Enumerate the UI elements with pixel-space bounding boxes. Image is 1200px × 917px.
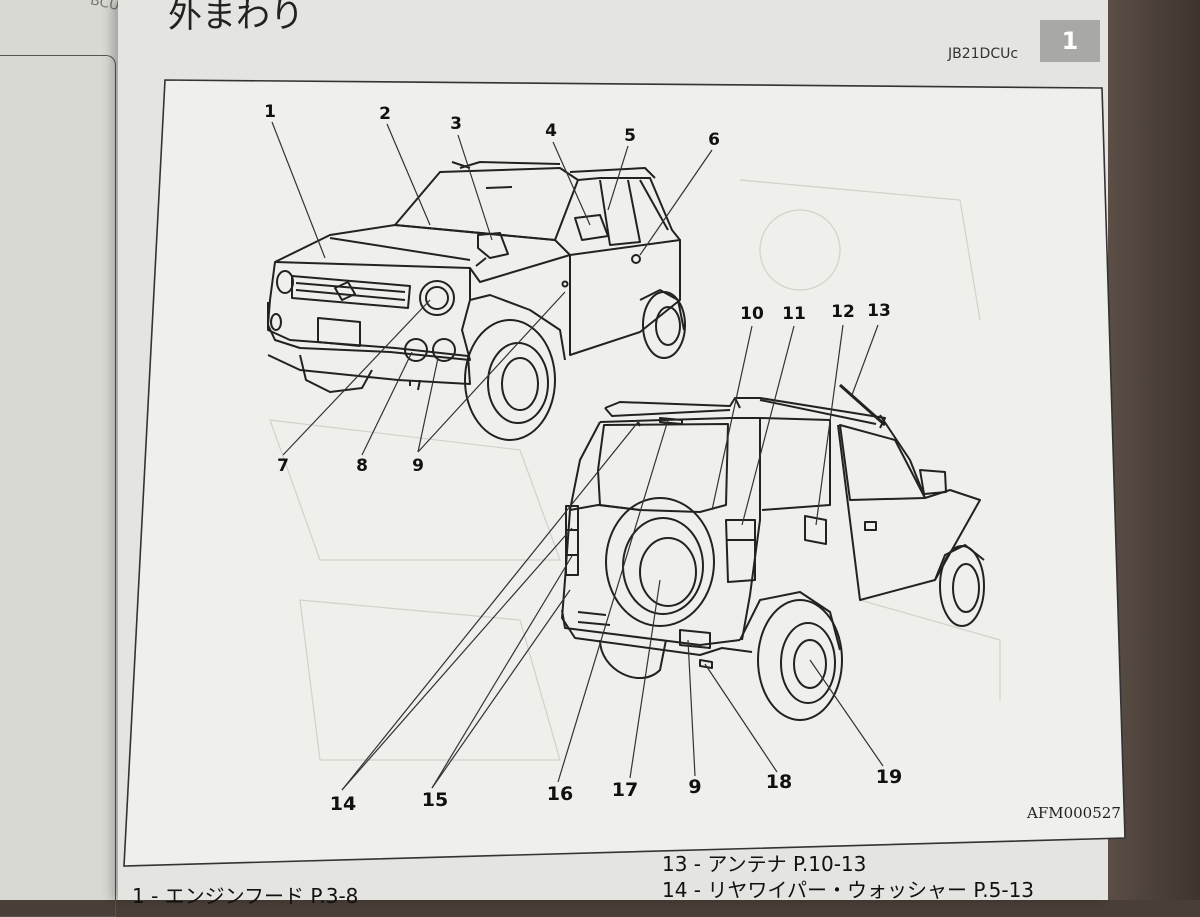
callout-number: 1 xyxy=(264,102,276,122)
callout-number: 15 xyxy=(421,789,449,811)
section-title: 外まわり xyxy=(168,0,304,36)
callout-number: 5 xyxy=(624,126,636,146)
figure-border xyxy=(123,79,1126,867)
callout-number: 16 xyxy=(546,783,574,805)
callout-number: 11 xyxy=(782,304,806,324)
table-surface xyxy=(1108,0,1200,900)
rear-vehicle-drawing xyxy=(561,383,985,721)
callout-number: 6 xyxy=(708,130,720,150)
model-code: JB21DCUc xyxy=(948,46,1019,62)
callout-number: 12 xyxy=(831,302,855,322)
caption-item-13: 13 - アンテナ P.10-13 xyxy=(662,852,867,876)
chapter-tab: 1 xyxy=(1040,20,1100,62)
callout-leader-lines xyxy=(271,121,884,791)
callout-number: 8 xyxy=(356,456,368,476)
callout-number: 10 xyxy=(740,304,764,324)
figure-code: AFM000527 xyxy=(1027,804,1121,822)
callout-number: 7 xyxy=(277,456,289,476)
caption-item-14: 14 - リヤワイパー・ウォッシャー P.5-13 xyxy=(662,878,1035,902)
callout-number: 18 xyxy=(765,771,793,793)
front-vehicle-drawing xyxy=(267,161,686,441)
bleed-through-marks xyxy=(269,179,1001,761)
callout-number: 13 xyxy=(867,301,891,321)
callout-number: 4 xyxy=(545,121,557,141)
callout-number: 2 xyxy=(379,104,391,124)
left-page: BCUc xyxy=(0,0,140,917)
callout-number: 9 xyxy=(412,456,424,476)
callout-number: 14 xyxy=(329,793,357,815)
callout-number: 3 xyxy=(450,114,462,134)
caption-item-1: 1 - エンジンフード P.3-8 xyxy=(132,884,359,908)
callout-number: 9 xyxy=(688,776,702,798)
callout-number: 19 xyxy=(875,766,903,788)
callout-number: 17 xyxy=(611,779,639,801)
